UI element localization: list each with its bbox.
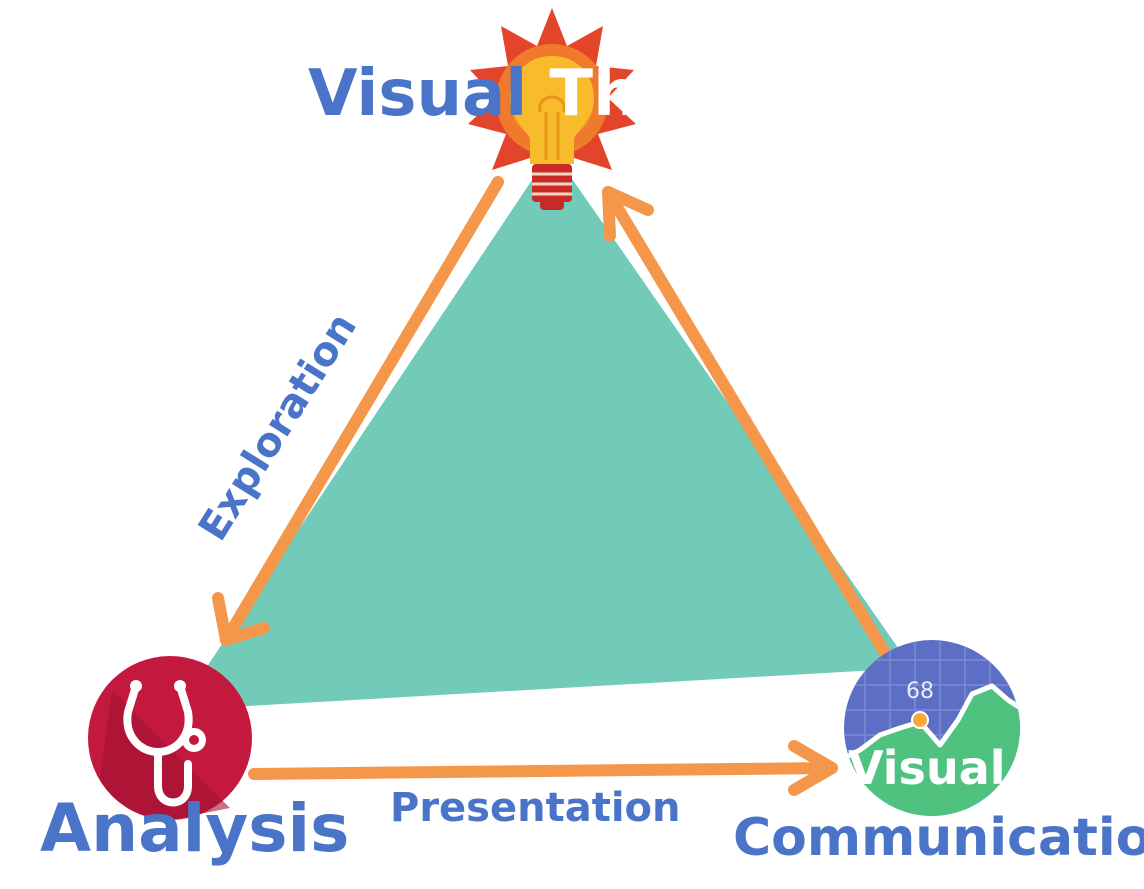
cycle-arrows	[212, 176, 894, 796]
stethoscope-icon	[88, 656, 252, 820]
visual-thinking-title-part1: Visual	[308, 57, 550, 131]
exploration-arrow-line	[220, 176, 504, 646]
chart-highlight-point	[911, 711, 929, 729]
synthesis-label: Synthesis	[420, 715, 640, 761]
synthesis-arrow-line	[248, 762, 838, 780]
visual-label: Visual	[848, 741, 1006, 795]
communication-label: Communication	[733, 808, 1144, 868]
triangle-background	[178, 150, 912, 710]
analysis-label: Analysis	[40, 790, 350, 867]
bulb-glass	[510, 56, 594, 164]
exploration-arrowhead	[212, 592, 270, 646]
presentation-label: Presentation	[390, 785, 681, 831]
chart-value-label: 68	[906, 679, 934, 704]
visual-thinking-title: Visual Thinking	[308, 62, 862, 126]
lightbulb-icon	[468, 8, 636, 210]
synthesis-arrowhead	[788, 740, 838, 796]
feedback-arrow-line	[602, 186, 894, 664]
chart-area	[844, 686, 1020, 816]
visual-thinking-title-part2: Thinking	[549, 57, 862, 131]
feedback-arrowhead	[602, 186, 654, 242]
